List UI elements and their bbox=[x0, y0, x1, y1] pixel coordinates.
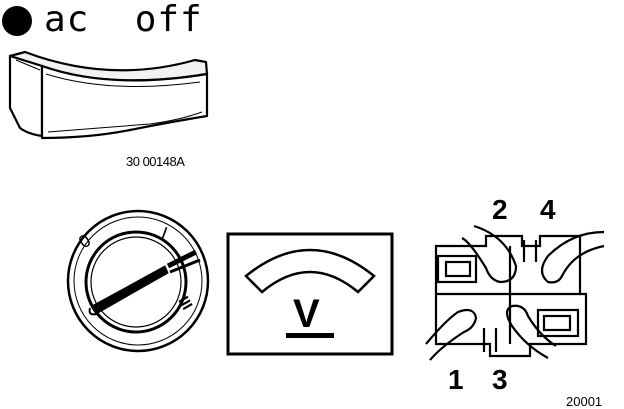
pin-1-label: 1 bbox=[448, 364, 464, 395]
pin-3-label: 3 bbox=[492, 364, 508, 395]
connector-reference-code: 20001 bbox=[566, 394, 603, 409]
position-I-label: I bbox=[159, 223, 171, 244]
indicator-lamp-icon bbox=[2, 6, 32, 36]
ac-off-label: ac off bbox=[44, 0, 203, 40]
pin-4-label: 4 bbox=[540, 194, 556, 225]
voltmeter-symbol: V bbox=[293, 292, 320, 336]
reference-code: 30 00148A bbox=[126, 154, 185, 169]
pin-2-label: 2 bbox=[492, 194, 508, 225]
